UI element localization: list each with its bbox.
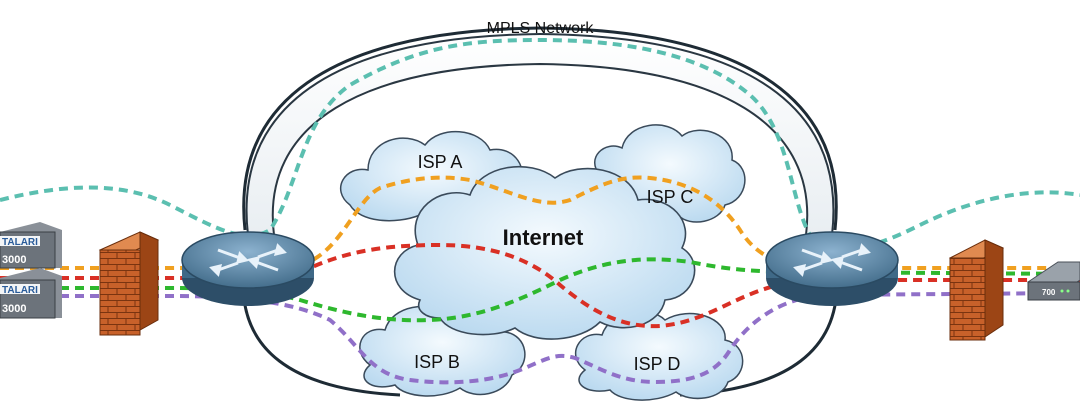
path-internet-red [0,242,1080,329]
appliance-model-label: 3000 [2,303,26,315]
isp-a-label: ISP A [418,152,463,172]
mpls-network-label: MPLS Network [487,20,595,37]
internet-label: Internet [503,225,584,250]
firewall-icon [948,239,1005,341]
appliance-model-label: 700 [1042,288,1056,297]
path-isp-b-d [0,291,1080,385]
isp-b-label: ISP B [414,352,460,372]
server-appliance-icon: TALARI 3000 [0,268,62,319]
isp-d-label: ISP D [634,354,681,374]
appliance-model-label: 3000 [2,254,26,266]
server-appliance-icon: TALARI 3000 [0,222,62,269]
firewall-icon [98,231,160,336]
path-internet-green [0,257,1080,323]
server-appliance-icon: 700 [1027,261,1080,301]
appliance-brand-label: TALARI [2,285,38,296]
path-mpls [0,37,1080,250]
cloud-internet [393,165,696,340]
appliance-brand-label: TALARI [2,237,38,248]
router-icon [181,231,315,306]
router-icon [765,231,899,306]
isp-c-label: ISP C [647,187,694,207]
